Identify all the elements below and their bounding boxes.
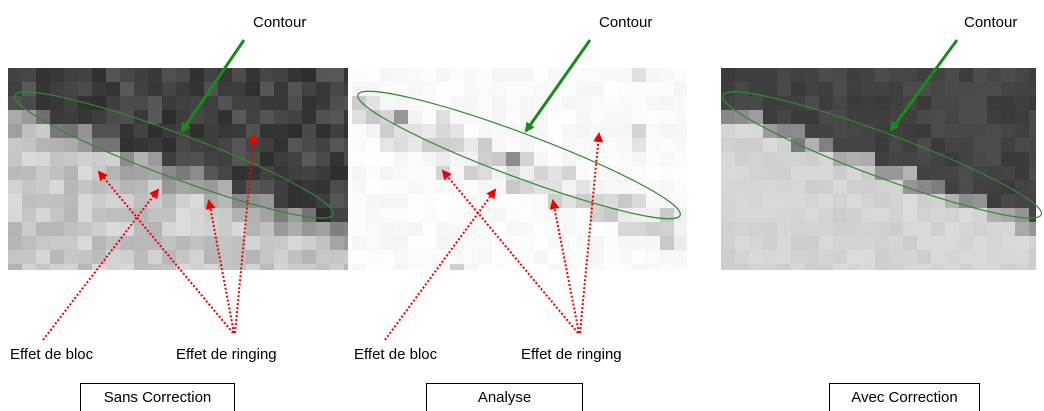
block-label-2: Effet de bloc [354,346,438,363]
caption-analyse: Analyse [426,383,583,411]
image-sans-correction [8,68,348,270]
contour-label-2: Contour [599,14,653,31]
block-label-1: Effet de bloc [10,346,94,363]
image-analyse [352,68,687,270]
ringing-label-1: Effet de ringing [176,346,277,363]
contour-label-1: Contour [253,14,307,31]
ringing-label-2: Effet de ringing [521,346,622,363]
image-avec-correction [721,68,1036,270]
contour-label-3: Contour [964,14,1018,31]
caption-avec-correction: Avec Correction [829,383,980,411]
caption-sans-correction: Sans Correction [80,383,235,411]
